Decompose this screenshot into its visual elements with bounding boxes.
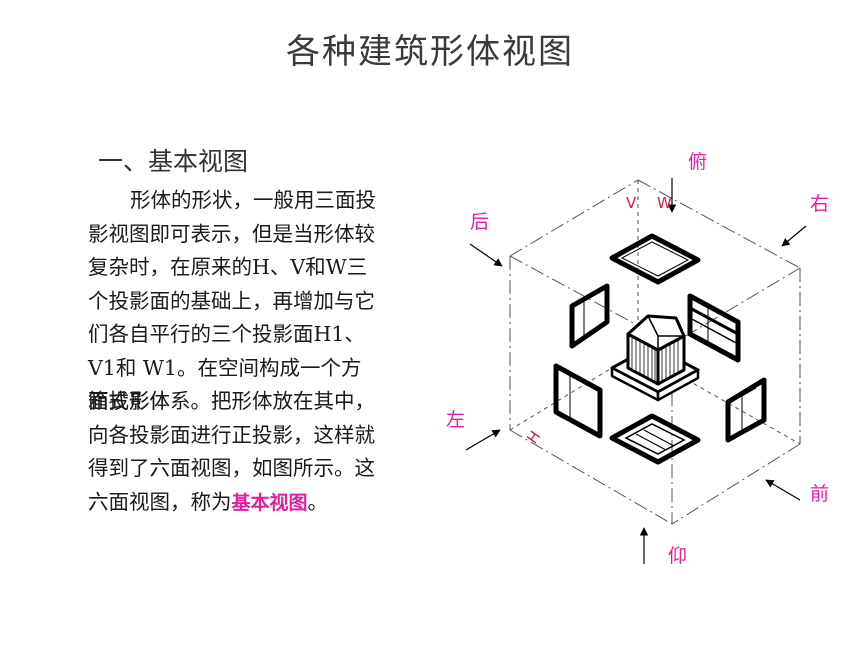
- direction-arrows: [465, 178, 807, 564]
- section-heading: 一、基本视图: [98, 147, 249, 176]
- left-view-shape: [569, 283, 610, 349]
- back-view-shape: [687, 293, 741, 363]
- paragraph-line: 得到了六面视图，如图所示。这: [88, 456, 375, 480]
- plane-label-w: W: [657, 194, 672, 212]
- line-prefix: 六面视图，称为: [88, 489, 232, 514]
- paragraph-line-overlapped: 面投影体系。把形体放在其中， 箱式形体: [88, 385, 428, 419]
- label-right-view: 右: [810, 193, 829, 215]
- label-bottom-view: 仰: [668, 545, 687, 567]
- label-top-view: 俯: [688, 151, 707, 173]
- line-suffix: 。: [307, 489, 329, 514]
- label-left-view: 左: [446, 409, 465, 431]
- page-title: 各种建筑形体视图: [286, 32, 574, 72]
- body-paragraph: 形体的形状，一般用三面投 影视图即可表示，但是当形体较 复杂时，在原来的H、V和…: [88, 184, 428, 520]
- paragraph-line: 个投影面的基础上，再增加与它: [88, 288, 375, 313]
- paragraph-line: 影视图即可表示，但是当形体较: [88, 221, 375, 246]
- arrow-right: [781, 225, 807, 247]
- paragraph-line: 形体的形状，一般用三面投: [130, 188, 376, 212]
- top-view-shape: [609, 233, 701, 285]
- label-front-view: 前: [810, 483, 829, 505]
- paragraph-line: 六面视图，称为基本视图。: [88, 486, 428, 521]
- highlight-term: 基本视图: [231, 491, 308, 514]
- front-view-shape: [553, 363, 603, 439]
- arrow-left: [465, 429, 501, 451]
- bottom-view-shape: [609, 413, 701, 465]
- right-view-shape: [725, 377, 767, 443]
- plane-label-v: V: [626, 194, 637, 212]
- paragraph-line: V1和 W1。在空间构成一个方: [88, 355, 362, 380]
- paragraph-line: 们各自平行的三个投影面H1、: [88, 322, 365, 346]
- arrow-front: [765, 479, 801, 501]
- label-back-view: 后: [470, 211, 489, 233]
- arrow-back: [469, 243, 503, 267]
- paragraph-line: 复杂时，在原来的H、V和W三: [88, 255, 368, 279]
- overlapping-text: 箱式形体: [88, 389, 170, 413]
- plane-label-h: H: [523, 427, 544, 447]
- isometric-object: [610, 314, 700, 402]
- paragraph-line: 向各投影面进行正投影，这样就: [88, 422, 375, 447]
- six-view-projection-figure: 俯 后 右 左 前 仰 V W H: [446, 151, 829, 567]
- paragraph-line: 面投影体系。把形体放在其中，: [88, 389, 375, 413]
